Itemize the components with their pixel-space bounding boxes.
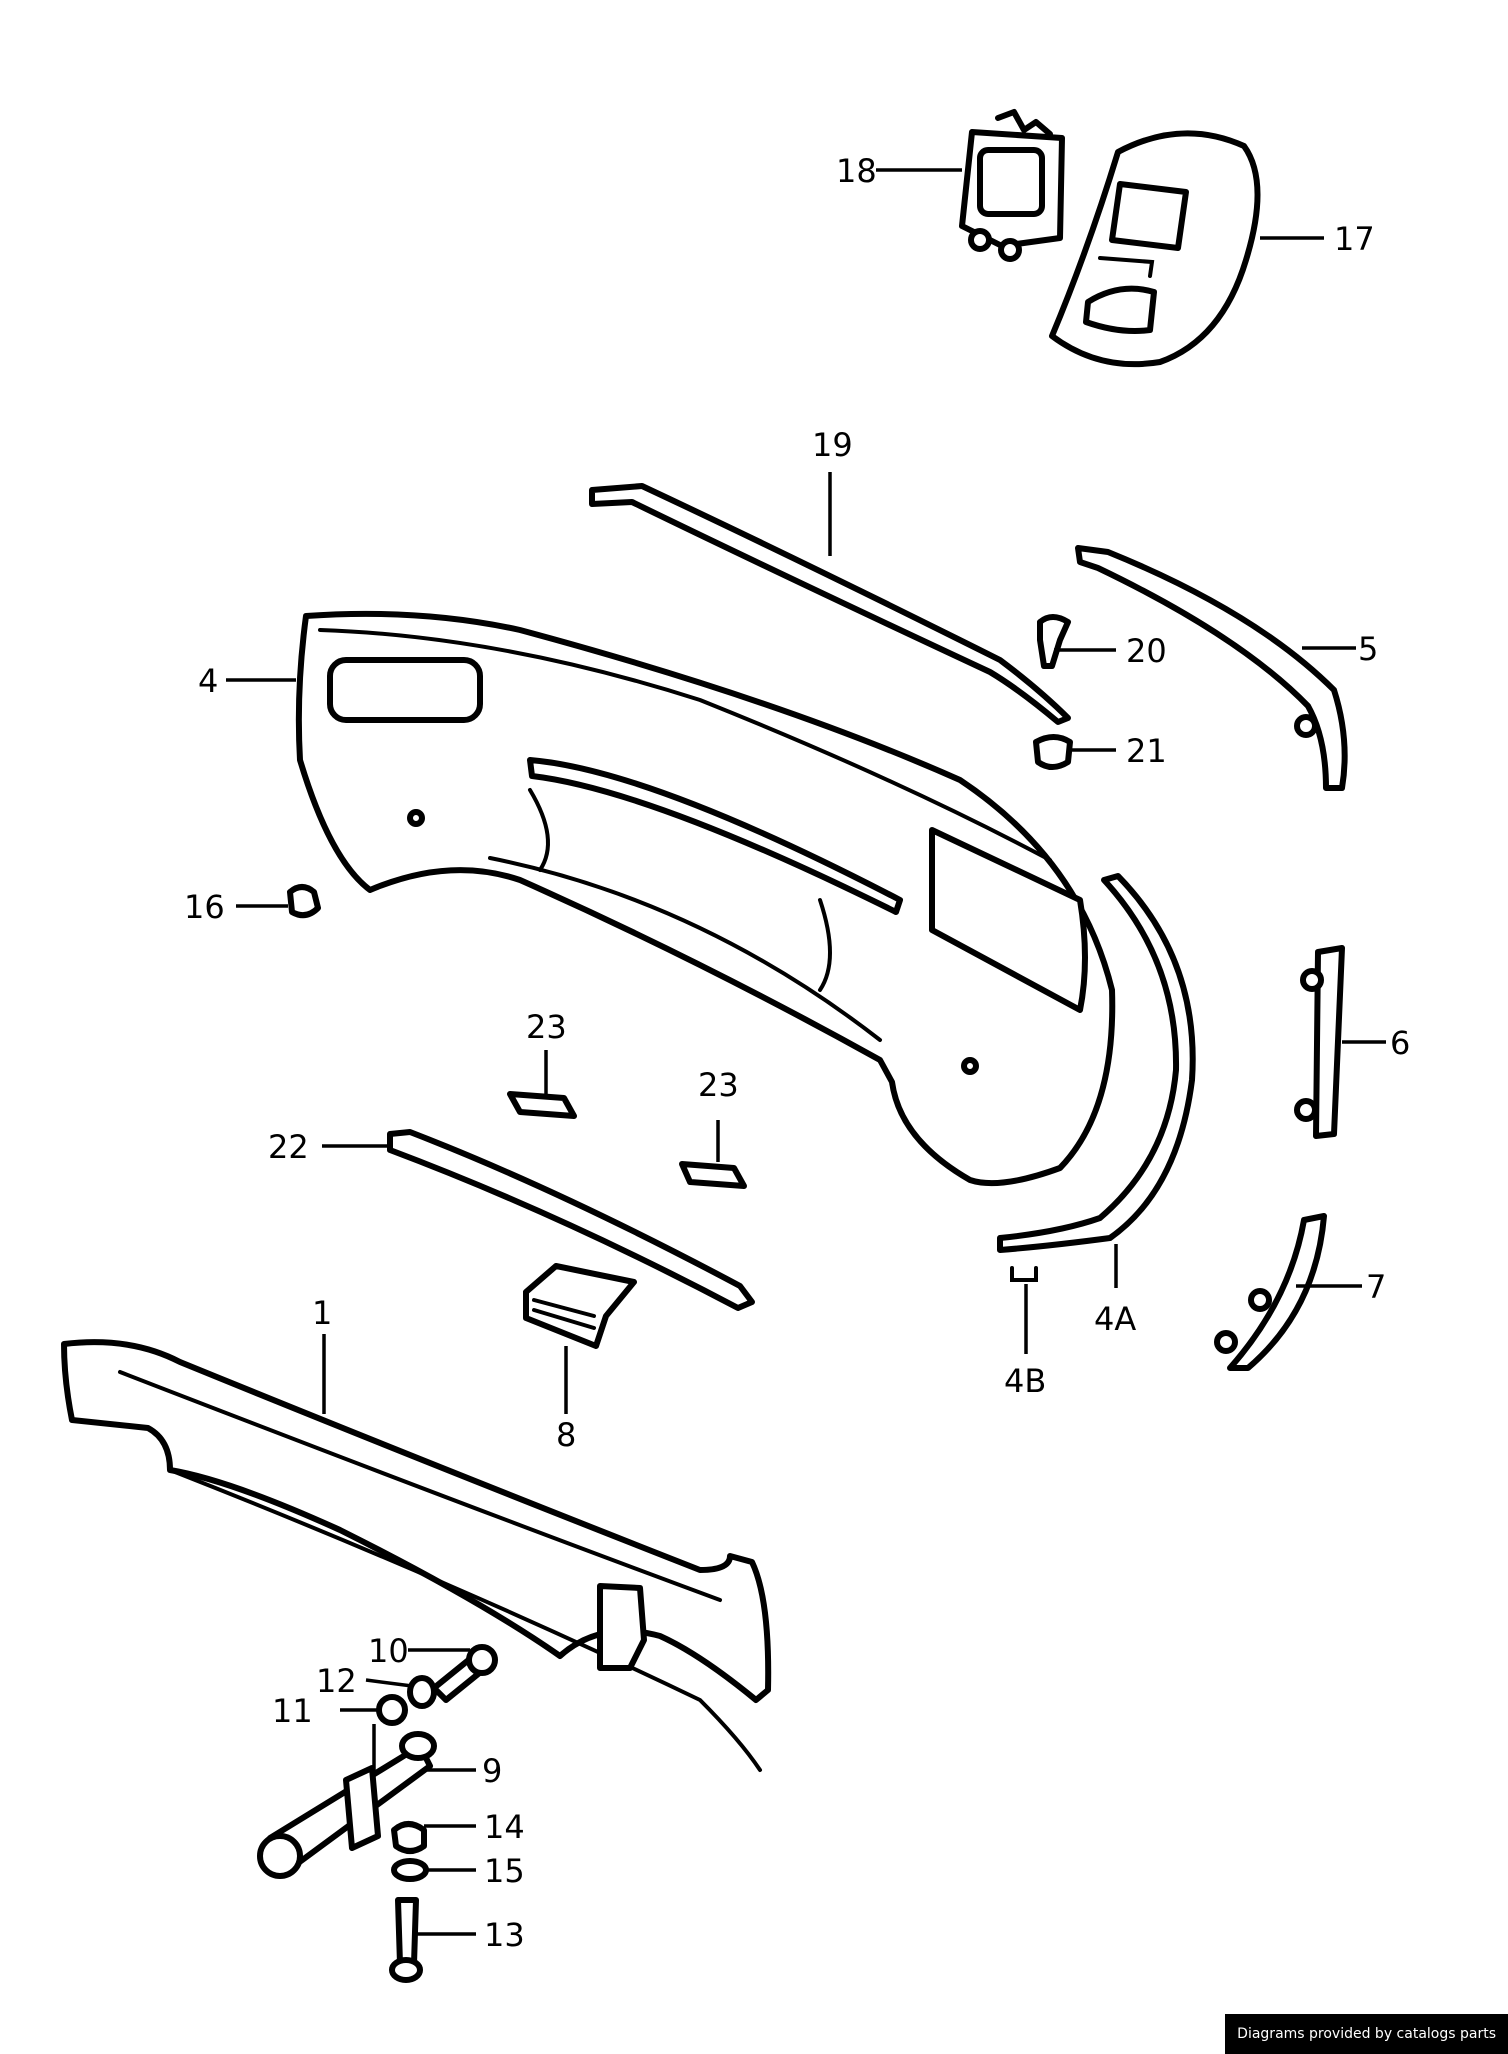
label-16[interactable]: 16 (184, 888, 225, 926)
label-5[interactable]: 5 (1358, 630, 1378, 668)
label-6[interactable]: 6 (1390, 1024, 1410, 1062)
label-10[interactable]: 10 (368, 1632, 409, 1670)
callout-labels: 18 17 19 20 5 21 4 16 6 23 23 22 4A 7 4B… (184, 152, 1410, 1954)
part-5-side-trim[interactable] (1075, 545, 1348, 791)
label-13[interactable]: 13 (484, 1916, 525, 1954)
credit-badge: Diagrams provided by catalogs parts (1225, 2014, 1508, 2054)
part-14-nut[interactable] (391, 1821, 427, 1854)
label-23a[interactable]: 23 (526, 1008, 567, 1046)
part-23a-plate[interactable] (507, 1091, 577, 1119)
part-19-upper-strip[interactable] (589, 483, 1071, 725)
part-4-bumper-cover[interactable] (295, 610, 1116, 1187)
label-12[interactable]: 12 (316, 1662, 357, 1700)
part-9-bumper-mount[interactable] (257, 1731, 437, 1879)
label-4b[interactable]: 4B (1004, 1362, 1046, 1400)
label-18[interactable]: 18 (836, 152, 877, 190)
label-11[interactable]: 11 (272, 1692, 313, 1730)
part-22-lower-strip[interactable] (387, 1129, 755, 1311)
part-21-nut[interactable] (1033, 734, 1073, 770)
label-21[interactable]: 21 (1126, 732, 1167, 770)
part-16-clip[interactable] (287, 884, 321, 919)
part-23b-plate[interactable] (679, 1161, 747, 1189)
part-10-bolt[interactable] (431, 1644, 498, 1703)
label-9[interactable]: 9 (482, 1752, 502, 1790)
part-4b-clip[interactable] (1010, 1266, 1038, 1282)
leader-12 (365, 1678, 413, 1688)
label-15[interactable]: 15 (484, 1852, 525, 1890)
label-1[interactable]: 1 (312, 1294, 332, 1332)
label-17[interactable]: 17 (1334, 220, 1375, 258)
part-11-washer[interactable] (376, 1694, 408, 1726)
part-7-side-piece[interactable] (1214, 1213, 1327, 1371)
label-4[interactable]: 4 (198, 662, 218, 700)
label-23b[interactable]: 23 (698, 1066, 739, 1104)
label-20[interactable]: 20 (1126, 632, 1167, 670)
label-7[interactable]: 7 (1366, 1268, 1386, 1306)
part-15-washer[interactable] (391, 1858, 429, 1882)
part-6-side-rail[interactable] (1294, 945, 1345, 1139)
part-18-housing-frame[interactable] (959, 109, 1065, 262)
label-19[interactable]: 19 (812, 426, 853, 464)
part-4a-seal-strip[interactable] (997, 873, 1196, 1253)
label-8[interactable]: 8 (556, 1416, 576, 1454)
label-4a[interactable]: 4A (1094, 1300, 1136, 1338)
part-20-bolt[interactable] (1037, 614, 1071, 669)
part-17-light-cover[interactable] (1049, 130, 1261, 368)
part-12-washer[interactable] (407, 1675, 437, 1709)
part-8-block[interactable] (523, 1263, 637, 1349)
part-13-bolt[interactable] (389, 1897, 423, 1983)
label-22[interactable]: 22 (268, 1128, 309, 1166)
part-1-bumper-bar[interactable] (61, 1339, 772, 1772)
leader-lines (226, 168, 1386, 1936)
label-14[interactable]: 14 (484, 1808, 525, 1846)
